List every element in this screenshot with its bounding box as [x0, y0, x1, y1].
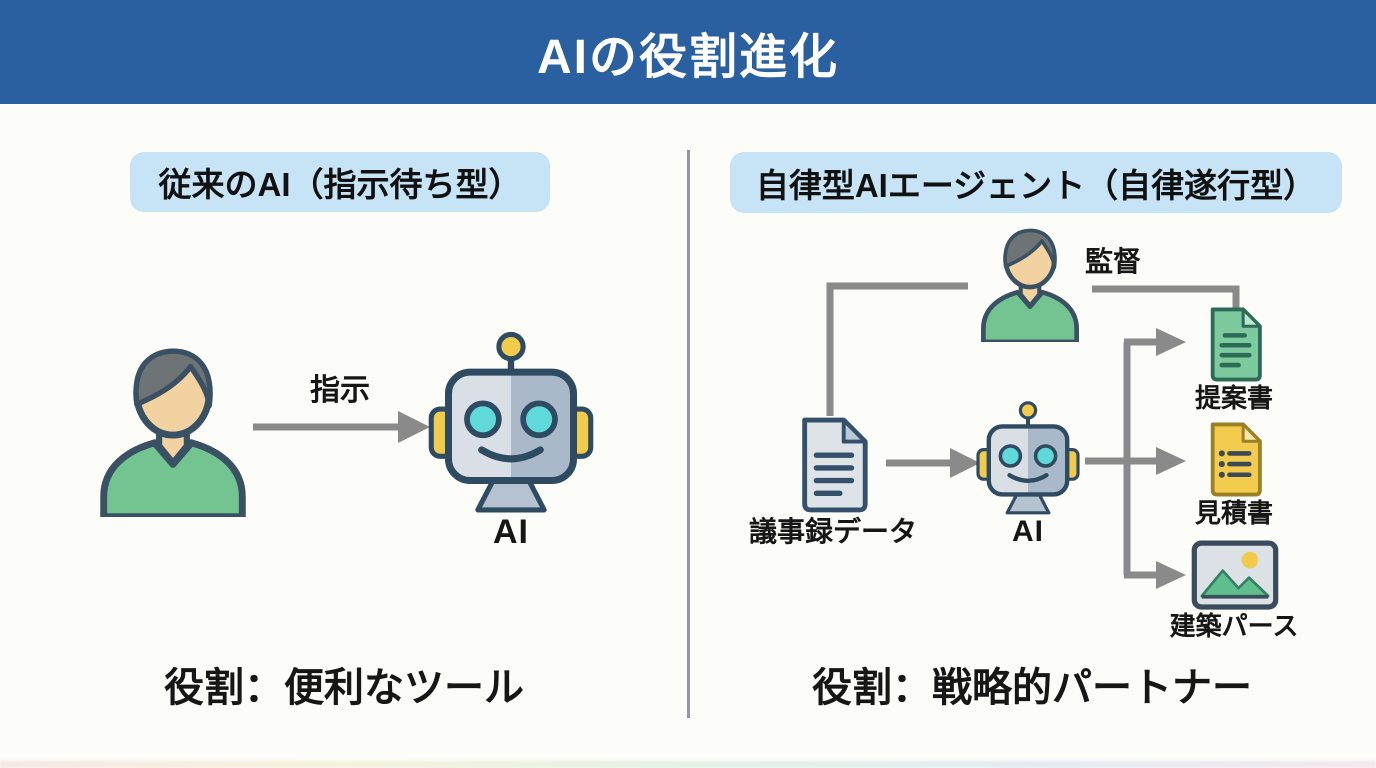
- role-label-right: 役割：戦略的パートナー: [812, 666, 1252, 710]
- branch-top-arrow-head: [1156, 328, 1186, 356]
- panel-divider: [687, 150, 690, 718]
- header-banner: AIの役割進化: [0, 0, 1376, 104]
- robot-icon: [428, 331, 594, 513]
- supervision-label: 監督: [1085, 246, 1142, 277]
- right-panel-heading-label: 自律型AIエージェント（自律遂行型）: [755, 166, 1317, 204]
- perspective-image-icon: [1191, 540, 1279, 610]
- left-panel-heading: 従来のAI（指示待ち型）: [130, 152, 550, 212]
- supervision-line-left: [826, 282, 968, 416]
- supervision-line-right: [1092, 285, 1240, 308]
- branch-middle-arrow-head: [1156, 447, 1186, 475]
- proposal-document-icon: [1210, 307, 1262, 382]
- user-icon: [100, 348, 246, 517]
- instruction-arrow-head: [398, 411, 430, 443]
- instruction-label: 指示: [310, 374, 370, 407]
- minutes-document-icon: [802, 417, 868, 513]
- ai-label-right: AI: [1012, 515, 1044, 548]
- perspective-image-label: 建築パース: [1169, 611, 1299, 641]
- supervisor-user-icon: [981, 228, 1079, 342]
- page-title: AIの役割進化: [536, 31, 839, 84]
- ai-robot-icon: [976, 401, 1080, 515]
- right-panel-heading: 自律型AIエージェント（自律遂行型）: [730, 152, 1342, 213]
- ai-label: AI: [493, 513, 529, 551]
- role-label-left: 役割：便利なツール: [164, 666, 524, 710]
- branch-bottom-arrow-head: [1156, 561, 1186, 589]
- left-panel-heading-label: 従来のAI（指示待ち型）: [158, 166, 522, 203]
- bottom-edge-artifact: [0, 761, 1376, 768]
- quote-doc-label: 見積書: [1194, 498, 1273, 528]
- quote-document-icon: [1210, 422, 1262, 497]
- minutes-doc-label: 議事録データ: [748, 516, 917, 547]
- proposal-doc-label: 提案書: [1194, 383, 1273, 413]
- input-arrow-head: [950, 448, 980, 478]
